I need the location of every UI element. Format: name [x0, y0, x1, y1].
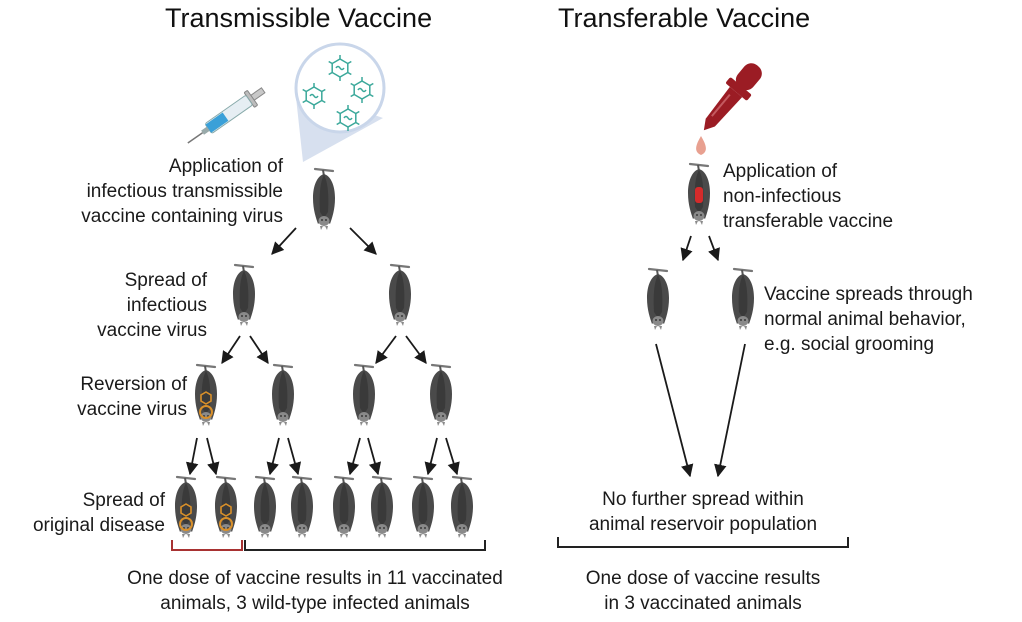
- flow-arrow: [221, 335, 241, 365]
- application-label-left: Application of infectious transmissible …: [81, 156, 283, 227]
- gen2-bat: [270, 363, 296, 428]
- infection-marker: [219, 517, 233, 531]
- reverted-bat: [193, 363, 219, 428]
- application-bat-left: [311, 167, 337, 232]
- flow-arrow: [680, 235, 693, 262]
- right-title: Transferable Vaccine: [558, 3, 811, 33]
- gen1-bat: [231, 263, 257, 328]
- flow-arrow: [287, 437, 302, 476]
- left-result-text: One dose of vaccine results in 11 vaccin…: [127, 568, 503, 614]
- transfer-bat: [645, 267, 671, 332]
- gen3-bat: [369, 475, 395, 540]
- behavior-label: Vaccine spreads through normal animal be…: [764, 284, 973, 355]
- flow-arrow: [266, 437, 280, 476]
- gen3-bat: [449, 475, 475, 540]
- flow-arrow: [271, 227, 297, 255]
- infection-marker: [179, 517, 193, 531]
- syringe-icon: [187, 87, 266, 144]
- application-label-right: Application of non-infectious transferab…: [723, 161, 894, 232]
- vaccine-mark: [695, 187, 703, 203]
- flow-arrow: [708, 235, 720, 262]
- flow-arrow: [655, 343, 694, 478]
- dropper-icon: [696, 63, 762, 155]
- bracket-reverted: [171, 540, 243, 551]
- flow-arrow: [445, 437, 460, 476]
- flow-arrow: [249, 335, 269, 365]
- flow-arrow: [367, 437, 382, 476]
- disease-bat: [173, 475, 199, 540]
- flow-arrow: [714, 343, 746, 478]
- spread-vaccine-label: Spread of infectious vaccine virus: [97, 270, 207, 341]
- flow-arrow: [349, 227, 377, 255]
- spread-disease-label: Spread of original disease: [32, 490, 165, 536]
- left-title: Transmissible Vaccine: [165, 3, 433, 33]
- bracket-vaccinated-right: [557, 537, 849, 548]
- gen2-bat: [351, 363, 377, 428]
- flow-arrow: [375, 335, 397, 365]
- reversion-label: Reversion of vaccine virus: [77, 374, 187, 420]
- gen3-bat: [410, 475, 436, 540]
- flow-arrow: [346, 437, 361, 476]
- application-bat-right: [686, 162, 712, 227]
- bracket-vaccinated-left: [244, 540, 486, 551]
- gen2-bat: [428, 363, 454, 428]
- gen3-bat: [331, 475, 357, 540]
- right-result-text: One dose of vaccine results in 3 vaccina…: [585, 568, 821, 614]
- disease-bat: [213, 475, 239, 540]
- transfer-bat: [730, 267, 756, 332]
- flow-arrow: [405, 335, 427, 365]
- flow-arrow: [185, 437, 199, 476]
- gen3-bat: [289, 475, 315, 540]
- gen1-bat: [387, 263, 413, 328]
- flow-arrow: [424, 437, 438, 476]
- gen3-bat: [252, 475, 278, 540]
- virus-particle-icon: [294, 42, 386, 162]
- flow-arrow: [206, 437, 220, 476]
- no-spread-label: No further spread within animal reservoi…: [588, 489, 818, 535]
- infection-marker: [199, 405, 213, 419]
